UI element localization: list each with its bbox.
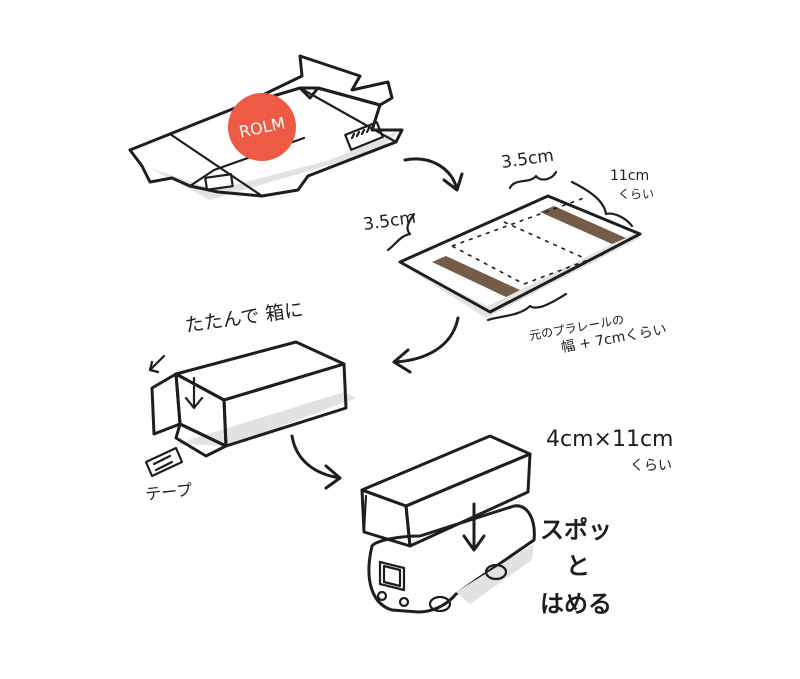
train-window-frame bbox=[382, 564, 402, 588]
step3-shadow bbox=[176, 392, 356, 446]
step2-dim-right-line1: 11cm bbox=[610, 168, 649, 184]
tape-lines bbox=[152, 454, 174, 472]
step2-sheet bbox=[398, 194, 642, 314]
box-icon bbox=[360, 434, 532, 548]
tape-icon bbox=[144, 446, 184, 478]
step2-band-left bbox=[432, 256, 520, 297]
step1-barcode-sticker bbox=[344, 121, 384, 151]
step2-fold-dash-2 bbox=[503, 221, 585, 259]
step2-fold-dash-3 bbox=[451, 197, 585, 247]
curve-arrow-icon-3 bbox=[290, 434, 342, 480]
step4-box-edge bbox=[362, 494, 368, 532]
step4-action-line1: スポッ bbox=[540, 516, 612, 544]
step3-tape-label: テープ bbox=[144, 480, 193, 504]
train-headlight-right bbox=[398, 596, 410, 608]
step1-small-sticker bbox=[204, 173, 234, 191]
train-headlight-left bbox=[376, 590, 388, 602]
step4-size-line1: 4cm×11cm bbox=[546, 427, 673, 452]
step2-cut-sheet bbox=[398, 194, 642, 318]
arrowhead-icon-2 bbox=[392, 348, 412, 374]
step1-flat-package: ROLM bbox=[128, 54, 404, 200]
down-arrow-icon bbox=[462, 502, 486, 552]
step2-bracket-top bbox=[508, 170, 558, 190]
step1-red-label bbox=[228, 93, 296, 161]
step4-box-front bbox=[404, 452, 532, 548]
train-shadow bbox=[456, 544, 534, 604]
step2-bracket-left bbox=[386, 212, 416, 252]
step1-top-flap bbox=[238, 54, 394, 108]
step4-box-end bbox=[360, 488, 412, 548]
curve-arrow-icon-1 bbox=[403, 157, 458, 188]
step2-bracket-bottom bbox=[486, 292, 568, 322]
arrowhead-icon-1 bbox=[442, 172, 464, 192]
step2-dim-right-line2: くらい bbox=[618, 187, 654, 201]
step3-small-arrow-icon bbox=[148, 354, 166, 374]
arrowhead-icon-3 bbox=[324, 464, 342, 490]
step2-bracket-right bbox=[570, 180, 634, 228]
step1-barcode-lines bbox=[350, 124, 376, 140]
tape-strip bbox=[144, 446, 184, 478]
train-windshield bbox=[378, 560, 406, 592]
step4-box-top bbox=[360, 434, 532, 508]
train-wheel-front bbox=[428, 595, 452, 613]
step3-caption: たたんで 箱に bbox=[184, 299, 305, 337]
train-icon bbox=[367, 504, 536, 614]
train-wheel-rear bbox=[484, 563, 508, 581]
curve-arrow-icon-2 bbox=[394, 316, 460, 364]
step3-end-flap-bottom bbox=[174, 422, 228, 458]
step4-action-line2: と bbox=[566, 552, 590, 580]
step4-action-line3: はめる bbox=[540, 590, 612, 618]
step2-band-right bbox=[540, 206, 626, 244]
train-body bbox=[367, 504, 536, 614]
step3-folded-box bbox=[150, 340, 356, 458]
step3-fold-down-arrow-icon bbox=[184, 376, 204, 410]
step2-dim-top: 3.5cm bbox=[500, 146, 555, 173]
step4-size-line2: くらい bbox=[630, 458, 672, 474]
